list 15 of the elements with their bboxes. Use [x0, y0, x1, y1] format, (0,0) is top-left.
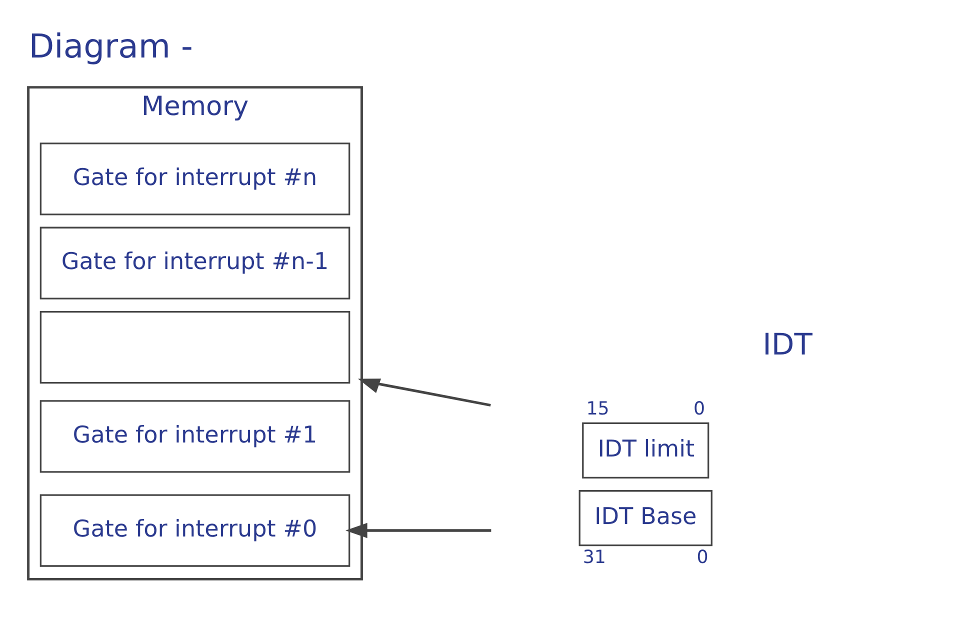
node-box: Gate for interrupt #n: [40, 142, 350, 216]
node-label: 15: [586, 398, 610, 420]
node-box: Gate for interrupt #n-1: [40, 226, 350, 300]
node-box: IDT Base: [578, 490, 712, 546]
node-box: Gate for interrupt #1: [40, 400, 350, 473]
node-box: IDT limit: [582, 422, 710, 478]
node-label: 0: [693, 398, 706, 420]
arrow: [345, 522, 492, 538]
node-label: 0: [696, 547, 708, 568]
node-box: Gate for interrupt #0: [40, 494, 350, 567]
diagram-title: Diagram -: [28, 26, 193, 66]
node-box: [40, 310, 350, 384]
node-label: 31: [582, 547, 606, 568]
arrow: [358, 378, 491, 407]
label: IDT: [762, 328, 812, 363]
